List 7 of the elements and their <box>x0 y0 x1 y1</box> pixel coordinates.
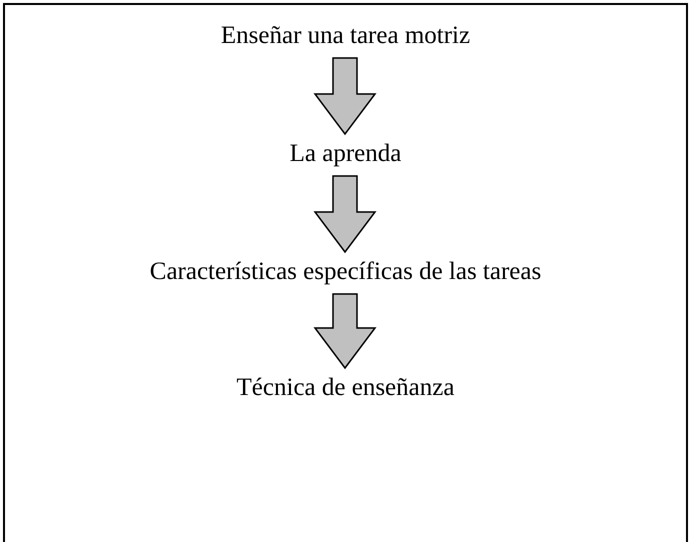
block-arrow <box>314 293 376 370</box>
block-arrow <box>314 57 376 136</box>
step-text: La aprenda <box>290 138 402 170</box>
step-text: Enseñar una tarea motriz <box>220 20 470 52</box>
step-text: Técnica de enseñanza <box>236 372 454 404</box>
block-arrow <box>314 175 376 254</box>
step-text: Características específicas de las tareas <box>150 256 542 288</box>
